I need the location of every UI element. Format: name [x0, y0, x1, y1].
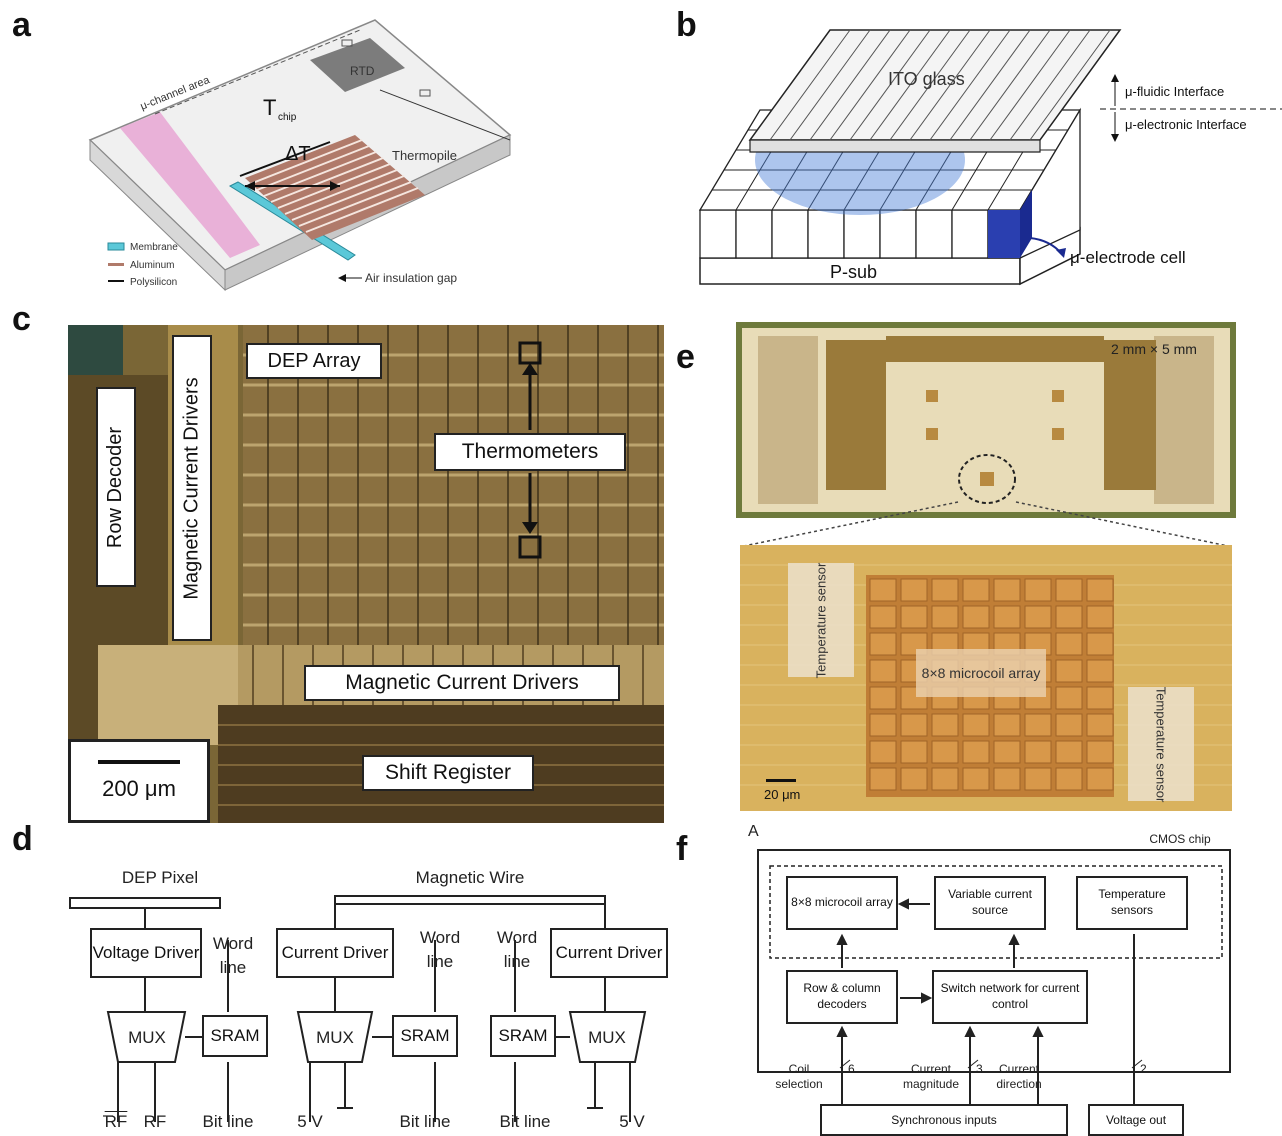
row-column-decoders-block: Row & column decoders [786, 970, 898, 1024]
fluidic-label: μ-fluidic Interface [1125, 84, 1224, 99]
legend-aluminum: Aluminum [130, 260, 174, 271]
magnetic-drivers-vertical-text: Magnetic Current Drivers [180, 376, 203, 600]
panel-label-b: b [676, 6, 697, 44]
mux-2: MUX [316, 1028, 354, 1047]
temp-sensor-2-box: Temperature sensor [1128, 686, 1194, 802]
rtd-label: RTD [350, 64, 375, 78]
temp-sensor-1-label: Temperature sensor [813, 562, 829, 678]
thermometers-label: Thermometers [434, 433, 626, 471]
panel-c-micrograph: DEP Array Row Decoder Magnetic Current D… [68, 325, 664, 823]
dep-array-label: DEP Array [246, 343, 382, 379]
delta-t-label: ΔT [285, 143, 311, 165]
voltage-driver-box: Voltage Driver [90, 928, 202, 978]
five-v-1: 5 V [297, 1112, 323, 1131]
panel-label-a: a [12, 6, 31, 44]
temperature-sensors-block: Temperature sensors [1076, 876, 1188, 930]
bit-line-2: Bit line [399, 1112, 451, 1131]
word-line-2: Word line [419, 928, 461, 971]
panel-e-chip-top: 2 mm × 5 mm [736, 322, 1236, 518]
current-direction-label: Current direction [996, 1062, 1042, 1091]
zoom-circle [958, 454, 1016, 504]
rtd-pattern [310, 38, 405, 92]
chip-overview: 2 mm × 5 mm [742, 328, 1230, 512]
panel-label-d: d [12, 820, 33, 858]
block-lines [757, 849, 1231, 1121]
mux-1: MUX [128, 1028, 166, 1047]
legend-membrane: Membrane [130, 242, 178, 253]
ito-label: ITO glass [888, 69, 965, 89]
current-driver-box-1: Current Driver [276, 928, 394, 978]
rf-bar-label: RF [104, 1112, 128, 1131]
mux-3: MUX [588, 1028, 626, 1047]
scale-bar-label: 200 μm [102, 776, 176, 801]
panel-e-zoom: Temperature sensor 8×8 microcoil array T… [740, 545, 1232, 811]
electrode-cell-highlight [988, 210, 1020, 258]
schematic-lines [69, 895, 647, 1122]
current-magnitude-label: Current magnitude [902, 1062, 960, 1091]
panel-label-e: e [676, 338, 695, 376]
thermometer-marker-bottom [518, 535, 542, 559]
gap-label: Air insulation gap [365, 271, 457, 285]
scale-bar-e [766, 779, 796, 782]
electronic-label: μ-electronic Interface [1125, 117, 1247, 132]
synchronous-inputs-block: Synchronous inputs [820, 1104, 1068, 1136]
sram-box-2: SRAM [392, 1015, 458, 1057]
switch-network-block: Switch network for current control [932, 970, 1088, 1024]
num-3: 3 [976, 1062, 983, 1076]
channel-area [120, 112, 260, 258]
legend-aluminum-swatch [108, 263, 124, 266]
word-line-1: Word line [212, 934, 254, 977]
word-line-3: Word line [496, 928, 538, 971]
variable-current-block: Variable current source [934, 876, 1046, 930]
array-label-box: 8×8 microcoil array [916, 649, 1046, 697]
scale-bar [98, 760, 180, 764]
dep-pixel-title: DEP Pixel [121, 868, 199, 887]
legend-polysilicon-swatch [108, 280, 124, 282]
num-2: 2 [1140, 1062, 1147, 1076]
temp-sensor-2-label: Temperature sensor [1153, 686, 1169, 802]
cmos-chip-label: CMOS chip [1149, 832, 1211, 846]
bit-line-1: Bit line [202, 1112, 254, 1131]
panel-b-diagram: ITO glass μ-fluidic Interface μ-electron… [698, 29, 1282, 286]
row-decoder-label: Row Decoder [96, 387, 136, 587]
voltage-out-block: Voltage out [1088, 1104, 1184, 1136]
magnetic-drivers-horizontal-label: Magnetic Current Drivers [304, 665, 620, 701]
panel-d-schematic: DEP Pixel Magnetic Wire Voltage Driver W… [60, 860, 672, 1132]
shift-register-label: Shift Register [362, 755, 534, 791]
chip-size-label: 2 mm × 5 mm [1111, 341, 1197, 357]
magnetic-drivers-vertical-label: Magnetic Current Drivers [172, 335, 212, 641]
legend-polysilicon: Polysilicon [130, 277, 177, 288]
sram-box-3: SRAM [490, 1015, 556, 1057]
panel-label-c: c [12, 300, 31, 338]
cell-label: μ-electrode cell [1070, 248, 1186, 267]
panel-label-f: f [676, 830, 688, 868]
rf-label: RF [143, 1112, 167, 1131]
row-decoder-text: Row Decoder [104, 426, 127, 548]
panel-f-block-diagram: A CMOS chip 8×8 microcoil array Variable… [740, 822, 1282, 1136]
scale-label-e: 20 μm [764, 787, 801, 802]
num-6: 6 [848, 1062, 855, 1076]
current-driver-box-2: Current Driver [550, 928, 668, 978]
microcoil-array-block: 8×8 microcoil array [786, 876, 898, 930]
thermopile-label: Thermopile [392, 148, 457, 163]
coil-selection-label: Coil selection [775, 1062, 823, 1091]
zoom-lines [743, 501, 1229, 547]
tchip-sub-label: chip [278, 112, 297, 123]
corner-label: A [748, 823, 759, 840]
bit-line-3: Bit line [499, 1112, 551, 1131]
scale-bar-box: 200 μm [68, 739, 210, 823]
legend-membrane-swatch [107, 242, 125, 251]
sram-box-1: SRAM [202, 1015, 268, 1057]
five-v-2: 5 V [619, 1112, 645, 1131]
panel-a-diagram: μ-channel area RTD T chip ΔT Thermopile … [88, 19, 512, 292]
psub-label: P-sub [830, 262, 877, 282]
temp-sensor-1-box: Temperature sensor [788, 562, 854, 678]
magnetic-wire-title: Magnetic Wire [415, 868, 525, 887]
tchip-label: T [263, 95, 276, 120]
